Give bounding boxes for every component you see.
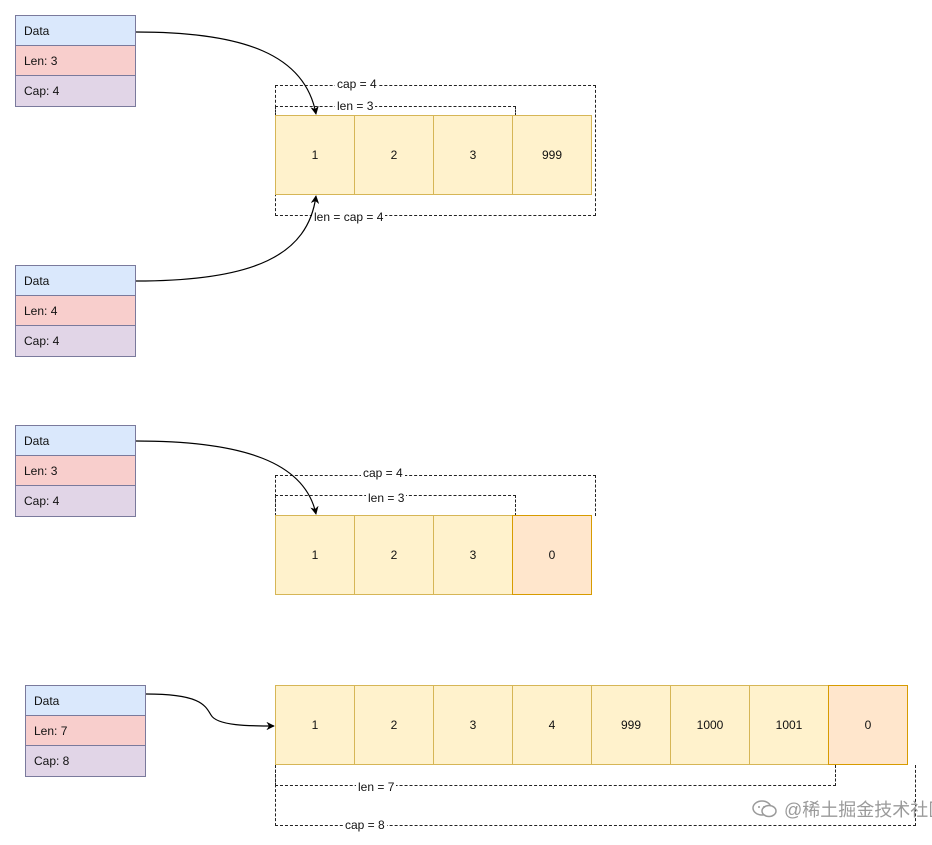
slice-header-b: Data Len: 4 Cap: 4: [15, 265, 136, 357]
cap-field: Cap: 4: [16, 326, 135, 356]
array-cell-empty: 0: [512, 515, 592, 595]
array-cell-empty: 0: [828, 685, 908, 765]
watermark: @稀土掘金技术社区: [752, 796, 932, 822]
cap-bracket: [275, 765, 916, 826]
len-field: Len: 7: [26, 716, 145, 746]
backing-array: 1 2 3 0: [275, 515, 592, 595]
len-cap-label: len = cap = 4: [312, 210, 386, 224]
cap-label: cap = 4: [361, 466, 405, 480]
watermark-text: @稀土掘金技术社区: [784, 800, 932, 820]
slice-header-a: Data Len: 3 Cap: 4: [15, 15, 136, 107]
array-cell: 1000: [670, 685, 750, 765]
cap-label: cap = 4: [335, 77, 379, 91]
wechat-icon: [752, 800, 777, 818]
arrow-to-array-start: [135, 195, 320, 282]
data-pointer-field: Data: [26, 686, 145, 716]
arrow-to-array-start: [135, 31, 319, 115]
array-cell: 3: [433, 115, 513, 195]
array-cell: 2: [354, 685, 434, 765]
slice-header-d: Data Len: 7 Cap: 8: [25, 685, 146, 777]
data-pointer-field: Data: [16, 16, 135, 46]
backing-array: 1 2 3 4 999 1000 1001 0: [275, 685, 908, 765]
array-cell: 4: [512, 685, 592, 765]
array-cell: 999: [512, 115, 592, 195]
array-cell: 999: [591, 685, 671, 765]
len-bracket: [275, 106, 516, 116]
array-cell: 1: [275, 515, 355, 595]
arrow-to-array-start: [145, 693, 275, 731]
array-cell: 2: [354, 115, 434, 195]
cap-field: Cap: 4: [16, 486, 135, 516]
array-cell: 1001: [749, 685, 829, 765]
arrow-to-array-start: [135, 440, 319, 515]
cap-field: Cap: 8: [26, 746, 145, 776]
len-field: Len: 3: [16, 46, 135, 76]
len-label: len = 7: [356, 780, 397, 794]
backing-array: 1 2 3 999: [275, 115, 592, 195]
len-label: len = 3: [366, 491, 407, 505]
data-pointer-field: Data: [16, 266, 135, 296]
array-cell: 1: [275, 685, 355, 765]
array-cell: 2: [354, 515, 434, 595]
cap-label: cap = 8: [343, 818, 387, 832]
cap-field: Cap: 4: [16, 76, 135, 106]
len-label: len = 3: [335, 99, 376, 113]
array-cell: 3: [433, 685, 513, 765]
array-cell: 3: [433, 515, 513, 595]
len-field: Len: 3: [16, 456, 135, 486]
slice-header-c: Data Len: 3 Cap: 4: [15, 425, 136, 517]
data-pointer-field: Data: [16, 426, 135, 456]
len-field: Len: 4: [16, 296, 135, 326]
